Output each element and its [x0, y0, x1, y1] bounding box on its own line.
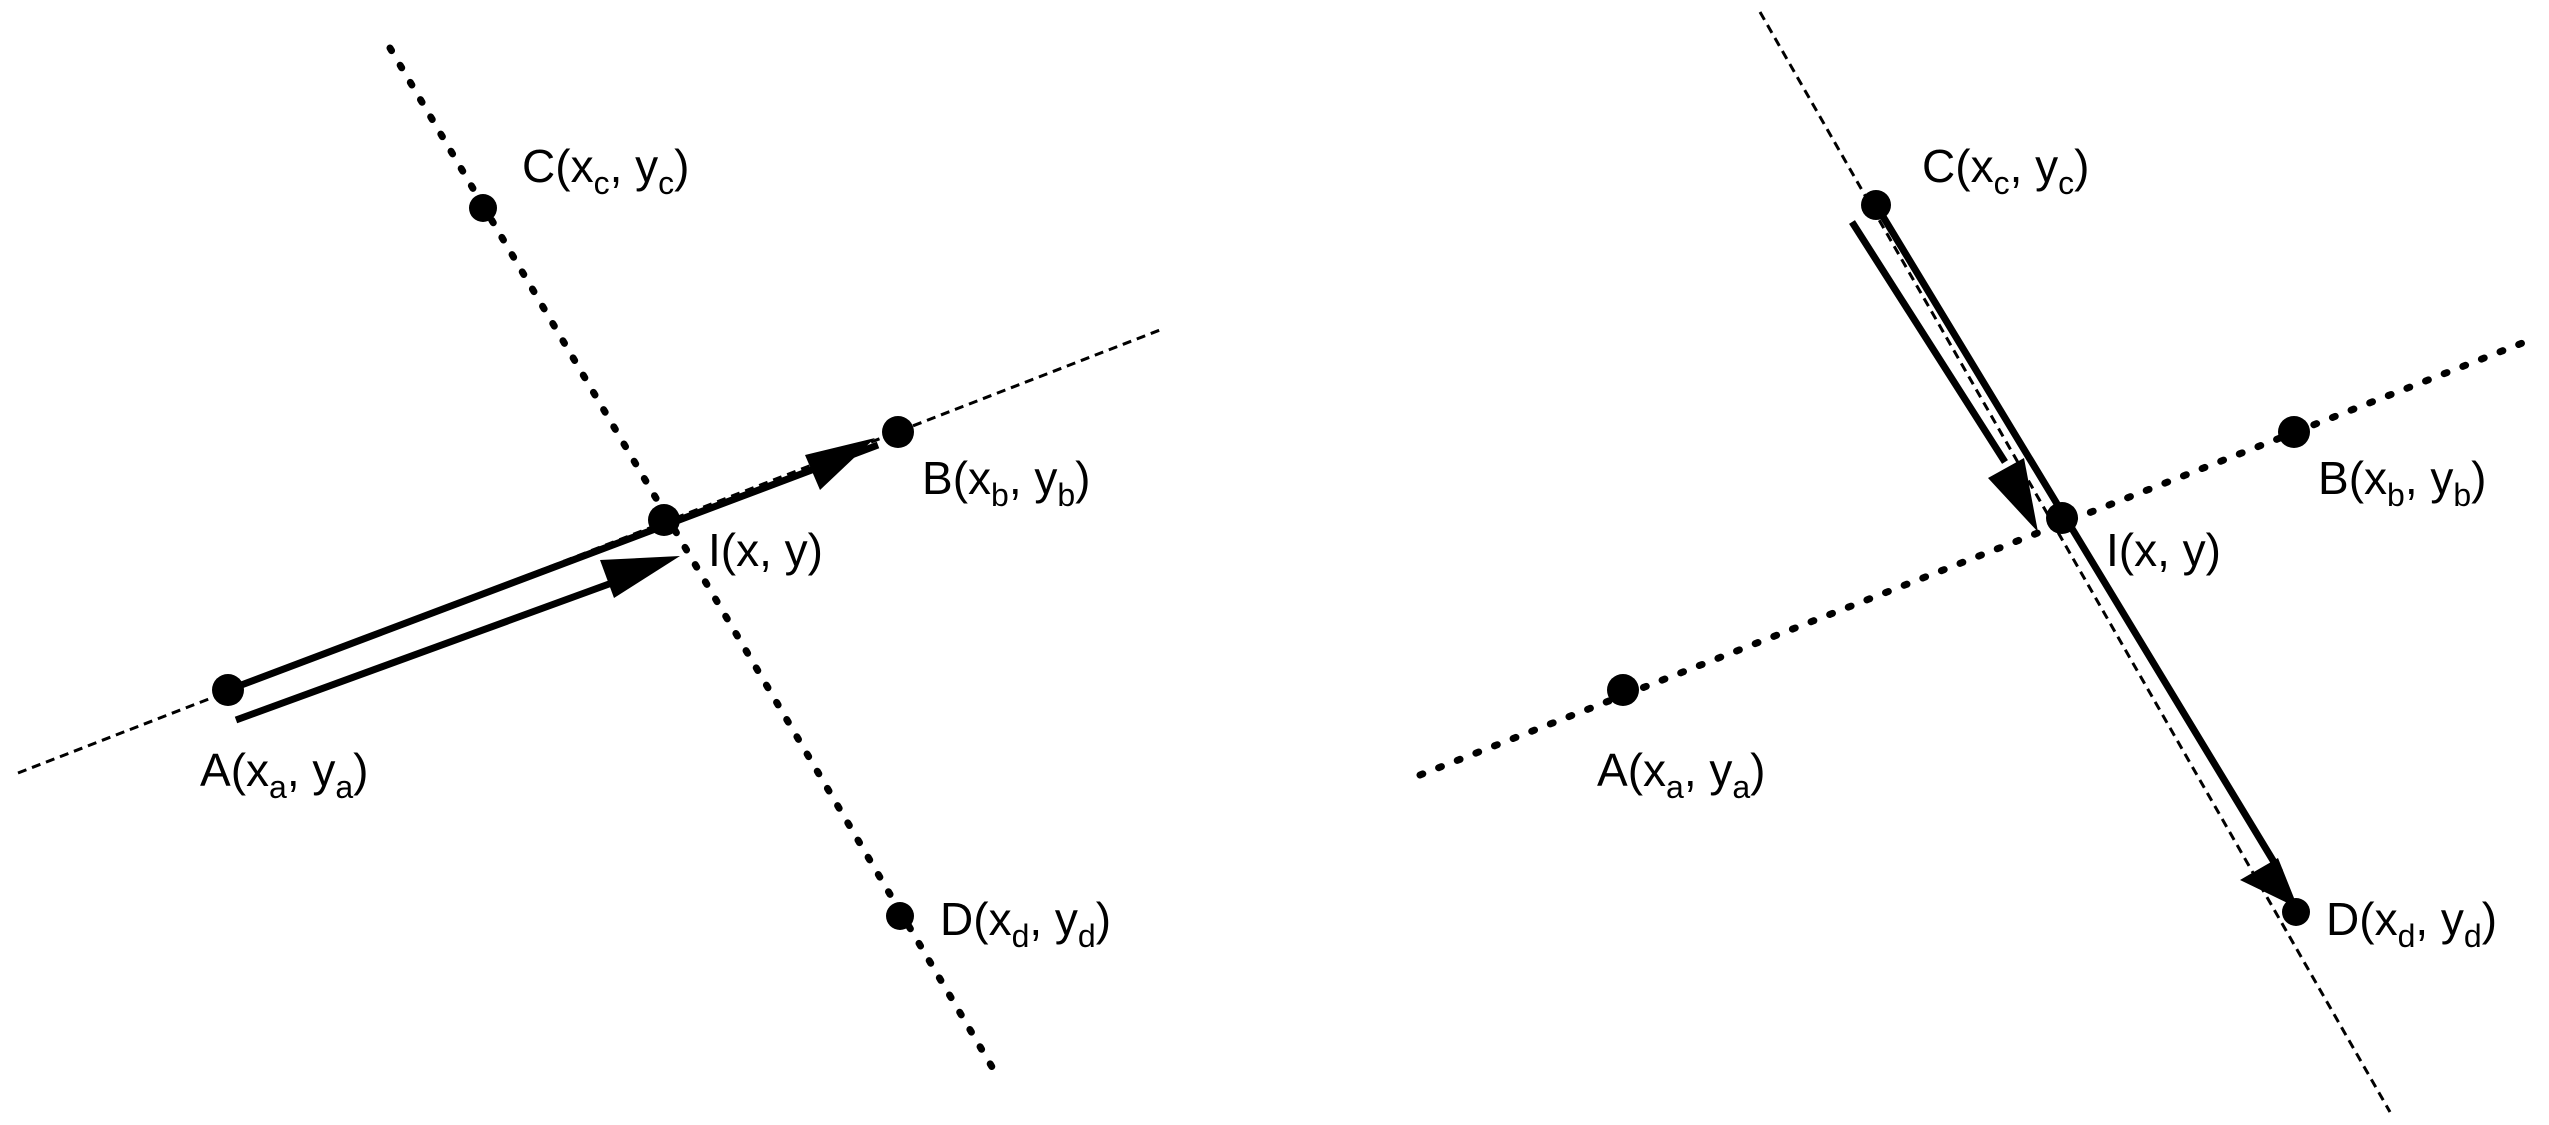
- left-point-b: [882, 416, 914, 448]
- left-label-a: A(xa, ya): [200, 744, 369, 805]
- right-label-b: B(xb, yb): [2318, 452, 2487, 513]
- right-vector-ci: [1849, 220, 2008, 464]
- right-panel: C(xc, yc) B(xb, yb) I(x, y) A(xa, ya) D(…: [1416, 11, 2529, 1113]
- right-arrowhead-cd: [2240, 858, 2298, 908]
- left-arrowhead-ab: [805, 438, 875, 490]
- left-line-ab: [17, 328, 1161, 775]
- right-label-d: D(xd, yd): [2326, 893, 2497, 954]
- left-label-d: D(xd, yd): [940, 893, 1111, 954]
- right-point-b: [2278, 416, 2310, 448]
- left-point-i: [648, 504, 680, 536]
- left-arrowhead-ai: [600, 556, 680, 598]
- left-vector-ai: [234, 576, 622, 724]
- right-point-a: [1607, 674, 1639, 706]
- right-point-i: [2046, 502, 2078, 534]
- right-label-c: C(xc, yc): [1922, 140, 2089, 201]
- right-point-c: [1861, 190, 1891, 220]
- left-vector-ab: [226, 441, 880, 694]
- right-line-ab: [1416, 338, 2529, 779]
- right-vector-cd: [1873, 203, 2283, 874]
- left-point-d: [886, 902, 914, 930]
- right-point-d: [2282, 898, 2310, 926]
- left-panel: C(xc, yc) B(xb, yb) I(x, y) A(xa, ya) D(…: [17, 44, 1161, 1076]
- left-point-a: [212, 674, 244, 706]
- left-label-c: C(xc, yc): [522, 140, 689, 201]
- right-arrowhead-ci: [1988, 458, 2038, 532]
- right-label-i: I(x, y): [2106, 524, 2221, 576]
- right-label-a: A(xa, ya): [1597, 744, 1766, 805]
- left-label-i: I(x, y): [708, 524, 823, 576]
- left-label-b: B(xb, yb): [922, 452, 1091, 513]
- left-point-c: [469, 194, 497, 222]
